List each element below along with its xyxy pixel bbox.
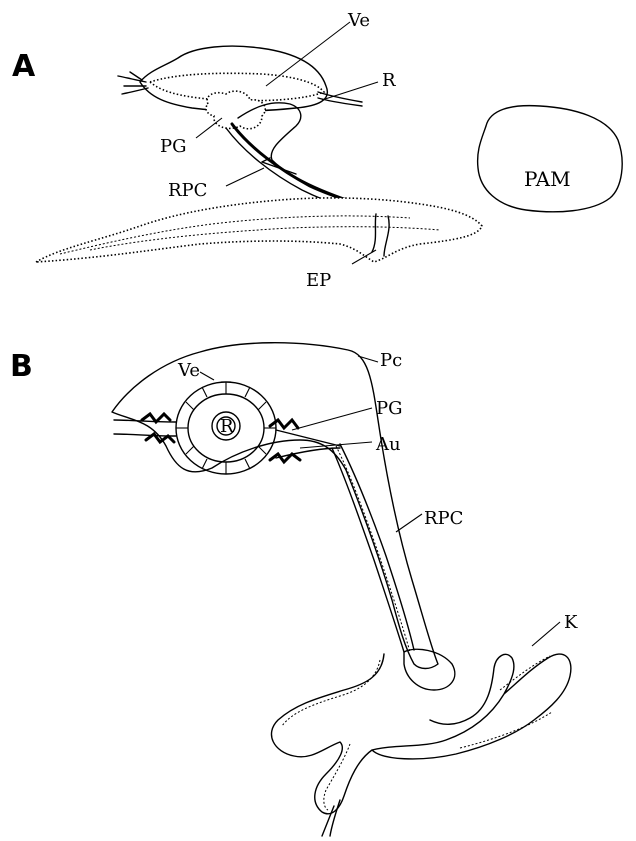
panel-b-label-pc: Pc (380, 350, 402, 371)
panel-b-canal-bulb (404, 649, 455, 690)
panel-a-leader-pg (196, 118, 222, 138)
panel-b-kidney-stem (322, 800, 340, 836)
panel-a-label-rpc: RPC (168, 180, 207, 201)
panel-b-canal-axis (336, 446, 410, 652)
panel-a-label-pam: PAM (524, 167, 571, 191)
panel-b-right-connector (276, 430, 340, 458)
panel-b-label: B (10, 349, 33, 384)
panel-b-label-r: R (220, 416, 234, 437)
panel-b-label-ve: Ve (177, 360, 200, 381)
panel-b-canal-inner-wall-1 (332, 448, 404, 652)
panel-b-label-k: K (564, 612, 578, 633)
panel-b-leader-rpc (396, 514, 422, 532)
panel-a-leader-rpc (226, 168, 264, 186)
panel-b-label-pg: PG (376, 398, 403, 419)
panel-b-leader-pg (292, 408, 372, 430)
panel-a-pam-outline (478, 106, 623, 212)
panel-a-label-r: R (382, 70, 396, 91)
panel-b-pericardium-outline (112, 343, 438, 669)
panel-b: B R (10, 343, 578, 836)
panel-b-label-au: Au (375, 434, 401, 455)
panel-a-label: A (12, 49, 36, 84)
panel-b-leader-ve (200, 372, 214, 380)
panel-b-kidney-outer (271, 654, 570, 814)
panel-a-leader-ve (266, 22, 350, 86)
panel-a-left-fibres (118, 72, 148, 94)
panel-b-right-cluster-1 (270, 420, 298, 428)
panel-b-label-rpc: RPC (424, 508, 463, 529)
panel-a-epithelium-band (36, 198, 482, 262)
panel-b-leader-k (532, 622, 560, 646)
panel-a-label-pg: PG (160, 136, 187, 157)
panel-a-leader-r (322, 82, 378, 100)
panel-a-label-ve: Ve (347, 10, 370, 31)
panel-a: A Ve R PG RPC PAM EP (12, 10, 622, 291)
panel-b-left-nerve (114, 420, 176, 436)
panel-a-label-ep: EP (306, 270, 331, 291)
